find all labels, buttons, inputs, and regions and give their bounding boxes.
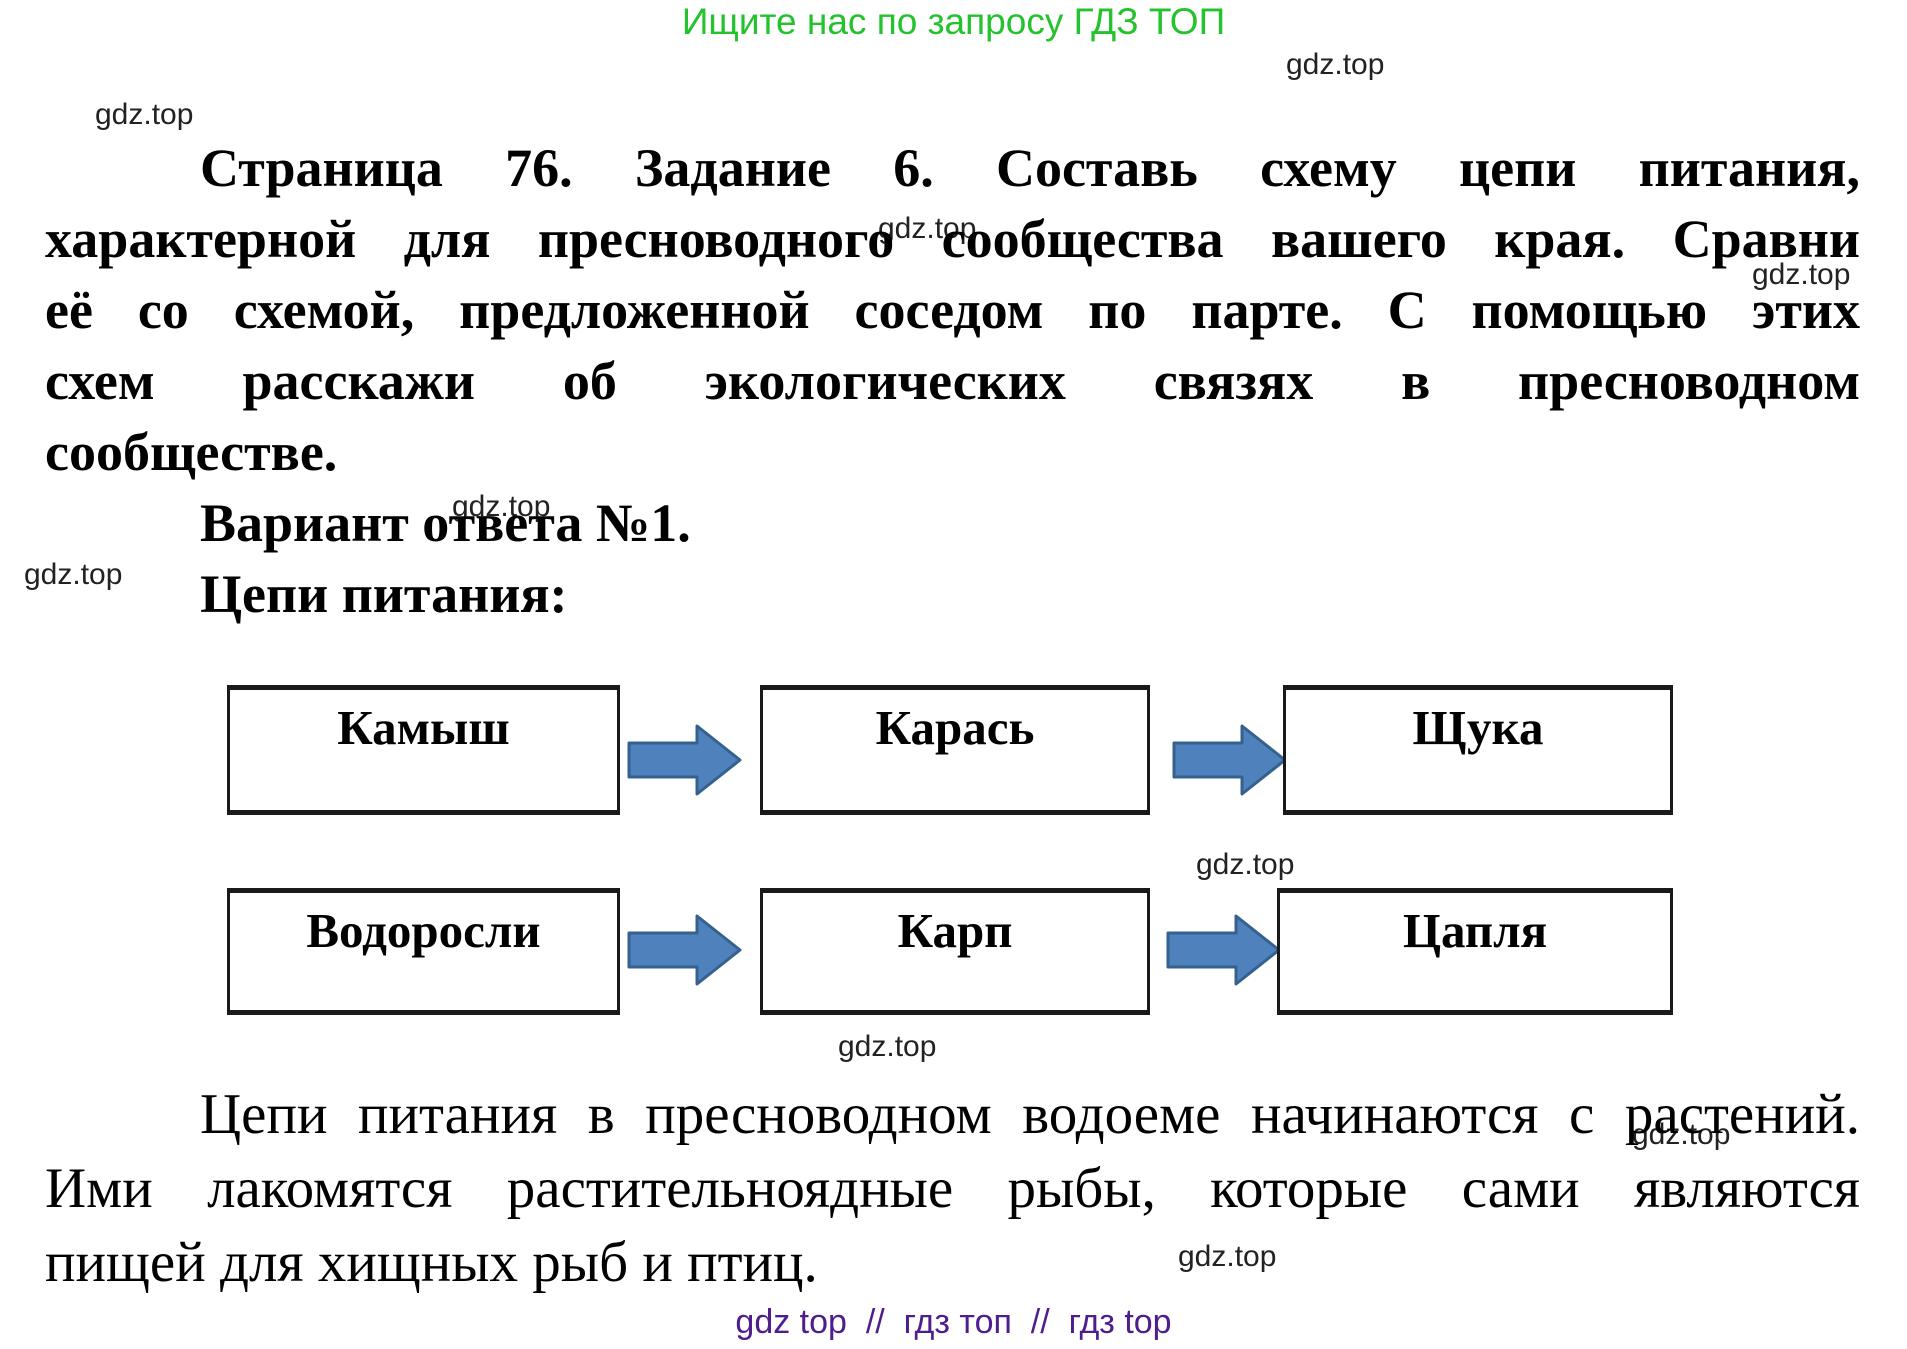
chain-node-box: Цапля [1277, 888, 1673, 1015]
watermark: gdz.top [1196, 848, 1295, 881]
chain-node-label: Карась [875, 700, 1035, 755]
task-text-line: характерной для пресноводного сообщества… [45, 209, 1860, 269]
task-text-line: схем расскажи об экологических связях в … [45, 351, 1860, 411]
task-statement: Страница 76. Задание 6. Составь схему це… [45, 133, 1860, 630]
watermark: gdz.top [878, 212, 977, 245]
chain-node-box: Камыш [227, 685, 620, 815]
chain-node-box: Щука [1283, 685, 1673, 815]
food-chain-arrow-icon [627, 724, 742, 796]
promo-banner: Ищите нас по запросу ГДЗ ТОП [681, 1, 1226, 42]
chain-node-box: Карась [760, 685, 1150, 815]
chains-heading: Цепи питания: [200, 564, 568, 624]
chain-node-box: Водоросли [227, 888, 620, 1015]
footer-brand: gdz top // гдз топ // гдз top [735, 1303, 1172, 1341]
food-chain-arrow-icon [1172, 724, 1287, 796]
watermark: gdz.top [1632, 1118, 1731, 1151]
food-chain-arrow-icon [1166, 914, 1281, 986]
watermark: gdz.top [1286, 48, 1385, 81]
answer-variant-label: Вариант ответа №1. [200, 493, 691, 553]
explanation-line: Цепи питания в пресноводном водоеме начи… [200, 1083, 1860, 1146]
chain-node-label: Водоросли [306, 903, 541, 958]
chain-node-label: Цапля [1402, 903, 1548, 958]
explanation-line: пищей для хищных рыб и птиц. [45, 1231, 818, 1294]
chain-node-label: Камыш [337, 700, 510, 755]
task-text-line: Страница 76. Задание 6. Составь схему це… [200, 138, 1860, 198]
watermark: gdz.top [1752, 258, 1851, 291]
chain-node-label: Щука [1412, 700, 1544, 755]
chain-node-label: Карп [897, 903, 1013, 958]
task-text-line: сообществе. [45, 422, 338, 482]
explanation-paragraph: Цепи питания в пресноводном водоеме начи… [45, 1078, 1860, 1300]
food-chain-arrow-icon [627, 914, 742, 986]
watermark: gdz.top [838, 1030, 937, 1063]
watermark: gdz.top [452, 490, 551, 523]
task-text-line: её со схемой, предложенной соседом по па… [45, 280, 1860, 340]
watermark: gdz.top [95, 98, 194, 131]
watermark: gdz.top [1178, 1240, 1277, 1273]
watermark: gdz.top [24, 558, 123, 591]
explanation-line: Ими лакомятся растительноядные рыбы, кот… [45, 1157, 1860, 1220]
chain-node-box: Карп [760, 888, 1150, 1015]
